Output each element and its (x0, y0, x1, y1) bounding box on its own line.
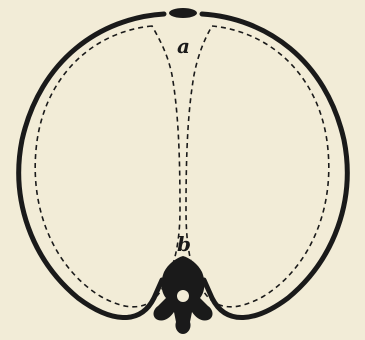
central-ossicle (154, 256, 213, 334)
outer-wall-left (19, 14, 164, 318)
top-notch (169, 8, 197, 18)
label-a: a (177, 34, 190, 58)
outer-wall-right (202, 14, 347, 318)
label-b: b (177, 232, 191, 256)
